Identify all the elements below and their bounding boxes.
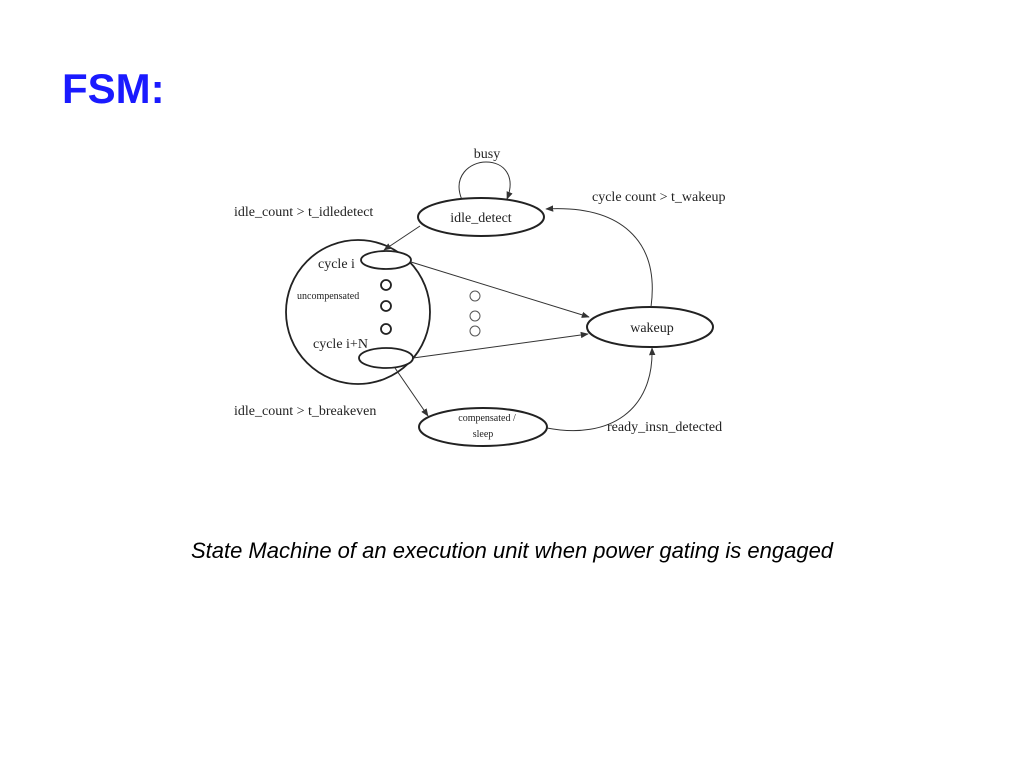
state-idle-detect-label: idle_detect [450,211,512,226]
state-cycle-i [360,250,412,270]
edge-cycle-i-n-to-sleep [394,367,429,417]
label-wakeup-transition: cycle count > t_wakeup [592,190,725,205]
state-wakeup [586,306,714,348]
uncompensated-dot [380,300,392,312]
label-to-sleep: idle_count > t_breakeven [234,404,376,419]
state-cycle-i-n-label: cycle i+N [313,337,368,352]
uncompensated-label: uncompensated [297,291,359,302]
edge-sleep-to-wakeup [546,347,656,432]
state-cycle-i-label: cycle i [318,257,355,272]
state-compensated-sleep [418,407,548,447]
state-compensated-sleep-line1: compensated / [458,413,516,424]
label-ready-insn: ready_insn_detected [607,420,722,435]
slide-caption: State Machine of an execution unit when … [190,538,834,563]
label-idle-to-detect: idle_count > t_idledetect [234,205,373,220]
edge-cycle-i-n-to-wakeup [412,331,589,359]
busy-loop-edge [458,161,513,201]
edge-wakeup-to-idle-detect [545,205,653,308]
intermediate-dot [469,310,481,322]
edge-cycle-i-to-wakeup [410,261,590,318]
uncompensated-dot [380,279,392,291]
slide-title: FSM: [62,65,165,112]
state-compensated-sleep-line2: sleep [473,429,494,440]
state-wakeup-label: wakeup [630,321,674,336]
uncompensated-dot [380,323,392,335]
edge-detect-to-cycle-i [383,225,421,251]
intermediate-dot [469,290,481,302]
state-idle-detect [417,197,545,237]
busy-label: busy [474,147,500,162]
intermediate-dot [469,325,481,337]
